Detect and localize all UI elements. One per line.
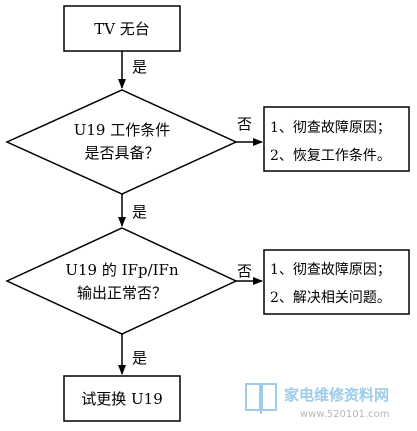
yes-label-2: 是 bbox=[132, 203, 147, 221]
book-logo-icon bbox=[245, 383, 277, 414]
end-node: 试更换 U19 bbox=[63, 375, 181, 422]
yes-label-3: 是 bbox=[132, 349, 147, 367]
decision2-line1: U19 的 IFp/IFn bbox=[65, 261, 179, 279]
side-box-2-line2: 2、解决相关问题。 bbox=[270, 290, 391, 306]
yes-label-1: 是 bbox=[132, 58, 147, 76]
end-node-label: 试更换 U19 bbox=[81, 390, 163, 408]
watermark-brand: 家电维修资料网 bbox=[284, 386, 389, 404]
start-node-label: TV 无台 bbox=[94, 20, 150, 38]
decision1-line2: 是否具备？ bbox=[84, 144, 159, 162]
watermark: 家电维修资料网 www.520101.com bbox=[245, 383, 390, 420]
decision2-line2: 输出正常否？ bbox=[77, 284, 167, 302]
side-box-1-line1: 1、彻查故障原因； bbox=[270, 120, 391, 136]
side-box-1: 1、彻查故障原因； 2、恢复工作条件。 bbox=[263, 106, 410, 172]
decision2-node: U19 的 IFp/IFn 输出正常否？ bbox=[5, 227, 238, 335]
decision1-node: U19 工作条件 是否具备？ bbox=[5, 89, 238, 195]
no-label-2: 否 bbox=[237, 262, 252, 280]
start-node: TV 无台 bbox=[63, 5, 181, 52]
side-box-1-line2: 2、恢复工作条件。 bbox=[270, 147, 391, 164]
watermark-url: www.520101.com bbox=[300, 409, 390, 420]
no-label-1: 否 bbox=[237, 115, 252, 133]
side-box-2: 1、彻查故障原因； 2、解决相关问题。 bbox=[263, 249, 410, 315]
decision1-line1: U19 工作条件 bbox=[74, 121, 171, 139]
side-box-2-line1: 1、彻查故障原因； bbox=[270, 262, 391, 278]
